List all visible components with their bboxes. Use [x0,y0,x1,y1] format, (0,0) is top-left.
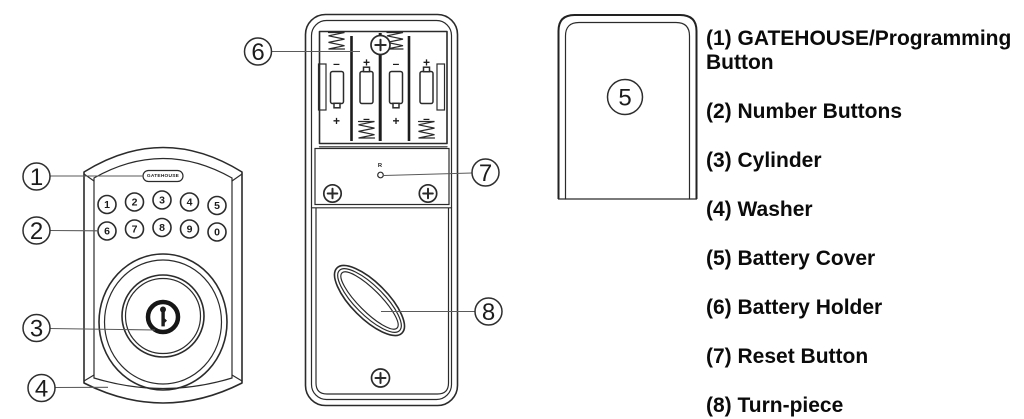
callout-balloons: 1 2 3 4 5 6 7 8 [22,37,644,403]
mid-panel [314,147,450,206]
cylinder-assembly [98,253,228,391]
keypad-button-0: 0 [207,222,227,242]
svg-text:3: 3 [159,195,165,207]
reset-label: R [378,163,383,169]
reset-panel: R [310,147,453,209]
svg-text:7: 7 [479,160,492,187]
keypad-button-3: 3 [152,190,172,210]
number-keypad: 1 2 3 4 5 6 7 [97,190,227,242]
front-body-corner-chamfers [83,173,243,382]
svg-text:5: 5 [618,85,631,112]
svg-text:2: 2 [132,197,138,209]
svg-text:0: 0 [214,227,220,239]
turn-piece-panel [315,207,450,395]
callout-line-7 [383,172,473,177]
svg-text:6: 6 [251,39,264,66]
legend-item-7: (7) Reset Button [706,345,869,368]
cylinder-collar-inner [124,277,202,355]
battery-holder: – + + – – + + – [317,30,448,148]
svg-text:2: 2 [30,218,43,245]
polarity-sign: – [333,57,340,71]
svg-text:5: 5 [214,200,220,212]
battery-cover-inner-outline [564,21,691,200]
polarity-sign: – [423,112,430,126]
battery-icon [388,70,404,109]
polarity-sign: + [392,114,399,128]
svg-text:4: 4 [35,376,48,403]
legend-item-3: (3) Cylinder [706,149,822,172]
svg-text:9: 9 [187,224,193,236]
battery-compartment [318,30,448,145]
cylinder-collar-outer [121,274,205,358]
brand-label: GATEHOUSE [147,173,180,179]
legend-item-2: (2) Number Buttons [706,100,902,123]
keypad-button-5: 5 [207,195,227,216]
keypad-button-4: 4 [179,192,200,212]
callout-4: 4 [27,373,56,403]
screw-icon [370,34,391,56]
keyway-slot [160,306,167,327]
screw-icon [370,368,391,388]
battery-rail-left [317,63,327,111]
back-body-inner-outline [310,19,453,401]
back-body-outline [304,13,459,407]
callout-7: 7 [471,158,500,187]
keypad-button-8: 8 [152,217,172,238]
keypad-button-7: 7 [124,219,145,239]
svg-text:8: 8 [159,222,165,234]
keyway-ring [145,299,181,335]
keypad-button-6: 6 [97,221,117,241]
svg-text:7: 7 [132,224,138,236]
svg-text:1: 1 [104,199,110,211]
battery-cover-view [557,14,698,200]
svg-text:6: 6 [104,226,110,238]
polarity-sign: – [393,57,400,71]
keypad-button-1: 1 [97,194,117,215]
legend-item-5: (5) Battery Cover [706,247,876,270]
callout-lines [49,50,475,389]
battery-cover-outline [557,14,698,199]
polarity-sign: – [363,112,370,126]
screw-icon [418,183,438,204]
battery-icon [419,66,434,105]
front-exterior-view: GATEHOUSE 1 2 3 4 5 [83,146,243,404]
turn-piece [333,264,406,337]
svg-text:4: 4 [187,197,193,209]
callout-5: 5 [606,78,644,116]
polarity-sign: + [333,114,340,128]
legend-item-8: (8) Turn-piece [706,394,844,417]
callout-1: 1 [22,162,51,191]
reset-button [377,171,384,179]
callout-6: 6 [243,37,273,66]
front-body-inner-outline [93,158,233,390]
programming-button: GATEHOUSE [142,169,184,183]
legend-item-6: (6) Battery Holder [706,296,883,319]
lower-panel-outline [315,207,450,395]
svg-text:8: 8 [482,299,495,326]
legend-item-1: (1) GATEHOUSE/Programming Button [706,27,1012,74]
screw-icon [322,183,343,204]
battery-icon [359,66,374,105]
legend-item-4: (4) Washer [706,198,813,221]
front-body-outline [83,146,243,404]
callout-2: 2 [22,216,51,245]
svg-text:1: 1 [30,164,43,191]
battery-icon [329,70,345,109]
keypad-button-9: 9 [179,219,200,239]
battery-rail-right [436,63,446,111]
back-interior-view: – + + – – + + – R [304,13,459,407]
washer-ring-outer [98,253,228,391]
svg-text:3: 3 [30,316,43,343]
keypad-button-2: 2 [124,192,145,212]
spring-icon [327,31,346,50]
callout-line-3 [49,327,156,331]
washer-ring-inner [103,259,223,385]
polarity-sign: + [423,56,430,70]
callout-8: 8 [474,297,503,326]
parts-legend: (1) GATEHOUSE/Programming Button (2) Num… [706,27,1018,418]
polarity-sign: + [363,56,370,70]
callout-3: 3 [22,313,51,343]
